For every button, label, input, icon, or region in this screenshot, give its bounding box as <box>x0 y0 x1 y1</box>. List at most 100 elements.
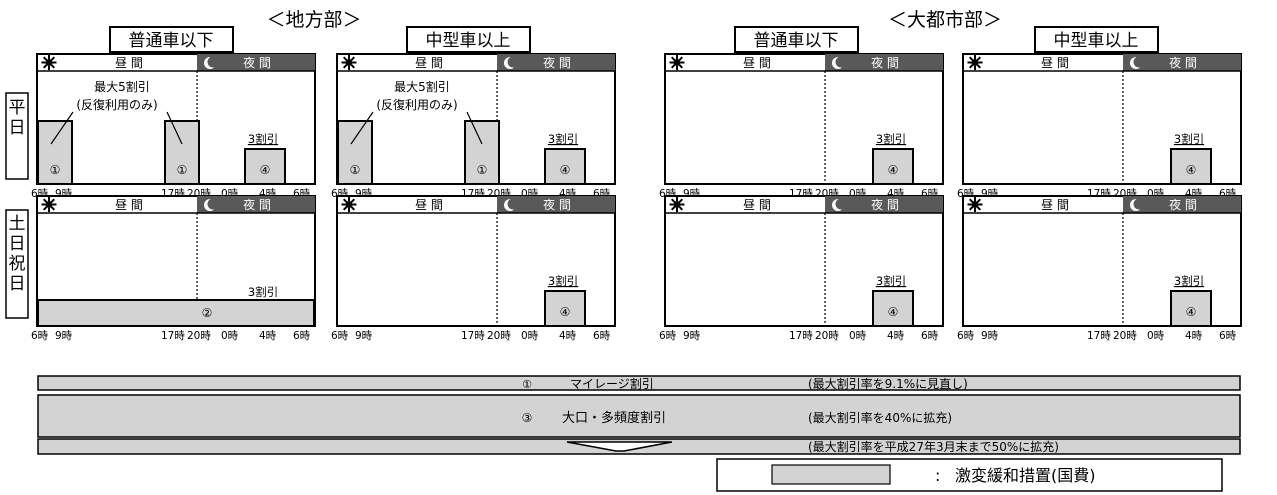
time-tick: 4時 <box>259 330 277 342</box>
moon-icon <box>504 56 519 69</box>
max-discount-label: 最大5割引 <box>94 79 150 94</box>
discount-box-2: ② <box>37 299 315 327</box>
time-tick: 6時 <box>1219 330 1237 342</box>
night-label: 夜 間 <box>243 197 271 212</box>
row-label-holiday: 土日祝日 <box>5 209 29 319</box>
marker-label: ④ <box>1186 163 1197 177</box>
repeat-only-label: (反復利用のみ) <box>376 97 457 112</box>
time-tick: 17時 <box>789 330 813 342</box>
moon-icon <box>832 198 847 211</box>
night-header <box>197 196 315 213</box>
marker-label: ① <box>177 163 188 177</box>
time-tick: 20時 <box>1113 330 1137 342</box>
night-label: 夜 間 <box>1169 197 1197 212</box>
time-tick: 9時 <box>683 330 701 342</box>
discount-box-4: ④ <box>544 290 586 327</box>
discount-box-1: ① <box>37 120 73 185</box>
time-tick: 20時 <box>815 330 839 342</box>
marker-label: ① <box>477 163 488 177</box>
night-header <box>497 196 615 213</box>
time-tick: 0時 <box>849 330 867 342</box>
sun-icon <box>41 55 57 70</box>
discount-box-1: ① <box>337 120 373 185</box>
bulk-note: (最大割引率を40%に拡充) <box>808 410 952 425</box>
svg-text:土日祝日: 土日祝日 <box>9 214 26 294</box>
moon-icon <box>1130 56 1145 69</box>
svg-text:普通車以下: 普通車以下 <box>754 31 839 51</box>
time-tick: 0時 <box>1147 330 1165 342</box>
moon-icon <box>1130 198 1145 211</box>
time-tick: 20時 <box>487 330 511 342</box>
time-tick: 6時 <box>921 330 939 342</box>
vehicle-class-label: 中型車以上 <box>406 26 531 53</box>
night-header <box>825 196 943 213</box>
day-label: 昼 間 <box>743 198 771 212</box>
time-tick: 6時 <box>957 330 975 342</box>
extension-band: (最大割引率を平成27年3月末まで50%に拡充) <box>37 438 1241 455</box>
moon-icon <box>204 56 219 69</box>
time-tick: 6時 <box>31 330 49 342</box>
day-label: 昼 間 <box>1041 56 1069 70</box>
thirty-percent-label: 3割引 <box>248 132 278 146</box>
extension-note: (最大割引率を平成27年3月末まで50%に拡充) <box>808 439 1059 454</box>
time-tick: 6時 <box>293 330 311 342</box>
thirty-percent-label: 3割引 <box>548 274 578 288</box>
day-label: 昼 間 <box>415 198 443 212</box>
day-label: 昼 間 <box>415 56 443 70</box>
thirty-percent-label: 3割引 <box>1174 132 1204 146</box>
marker-label: ② <box>202 306 213 320</box>
svg-text:普通車以下: 普通車以下 <box>129 31 214 51</box>
mileage-name: マイレージ割引 <box>570 376 654 391</box>
marker-label: ④ <box>560 163 571 177</box>
vehicle-class-label: 普通車以下 <box>109 26 234 53</box>
time-tick: 4時 <box>1185 330 1203 342</box>
night-label: 夜 間 <box>543 55 571 70</box>
day-label: 昼 間 <box>115 56 143 70</box>
vehicle-class-label: 中型車以上 <box>1034 26 1159 53</box>
region-title-urban: ＜大都市部＞ <box>888 9 1002 31</box>
time-tick: 4時 <box>559 330 577 342</box>
night-label: 夜 間 <box>543 197 571 212</box>
night-header <box>825 54 943 71</box>
time-tick: 17時 <box>1087 330 1111 342</box>
sun-icon <box>669 55 685 70</box>
marker-label: ④ <box>888 163 899 177</box>
discount-box-4: ④ <box>872 290 914 327</box>
mileage-number: ① <box>522 378 532 391</box>
moon-icon <box>204 198 219 211</box>
discount-box-1: ① <box>164 120 200 185</box>
sun-icon <box>341 197 357 212</box>
bulk-name: 大口・多頻度割引 <box>562 410 666 426</box>
max-discount-label: 最大5割引 <box>394 79 450 94</box>
time-tick: 17時 <box>161 330 185 342</box>
mileage-note: (最大割引率を9.1%に見直し) <box>808 376 968 391</box>
moon-icon <box>504 198 519 211</box>
marker-label: ① <box>50 163 61 177</box>
marker-label: ④ <box>1186 305 1197 319</box>
sun-icon <box>669 197 685 212</box>
sun-icon <box>967 197 983 212</box>
night-header <box>197 54 315 71</box>
time-tick: 6時 <box>659 330 677 342</box>
bulk-band: ③ 大口・多頻度割引 (最大割引率を40%に拡充) <box>37 394 1241 438</box>
day-label: 昼 間 <box>743 56 771 70</box>
discount-box-4: ④ <box>872 148 914 185</box>
discount-box-4: ④ <box>544 148 586 185</box>
time-tick: 9時 <box>55 330 73 342</box>
night-label: 夜 間 <box>871 197 899 212</box>
night-header <box>497 54 615 71</box>
time-tick: 20時 <box>187 330 211 342</box>
moon-icon <box>832 56 847 69</box>
mileage-band: ① マイレージ割引 (最大割引率を9.1%に見直し) <box>37 375 1241 391</box>
bulk-number: ③ <box>522 411 533 425</box>
thirty-percent-label: 3割引 <box>548 132 578 146</box>
time-tick: 9時 <box>981 330 999 342</box>
time-tick: 0時 <box>221 330 239 342</box>
